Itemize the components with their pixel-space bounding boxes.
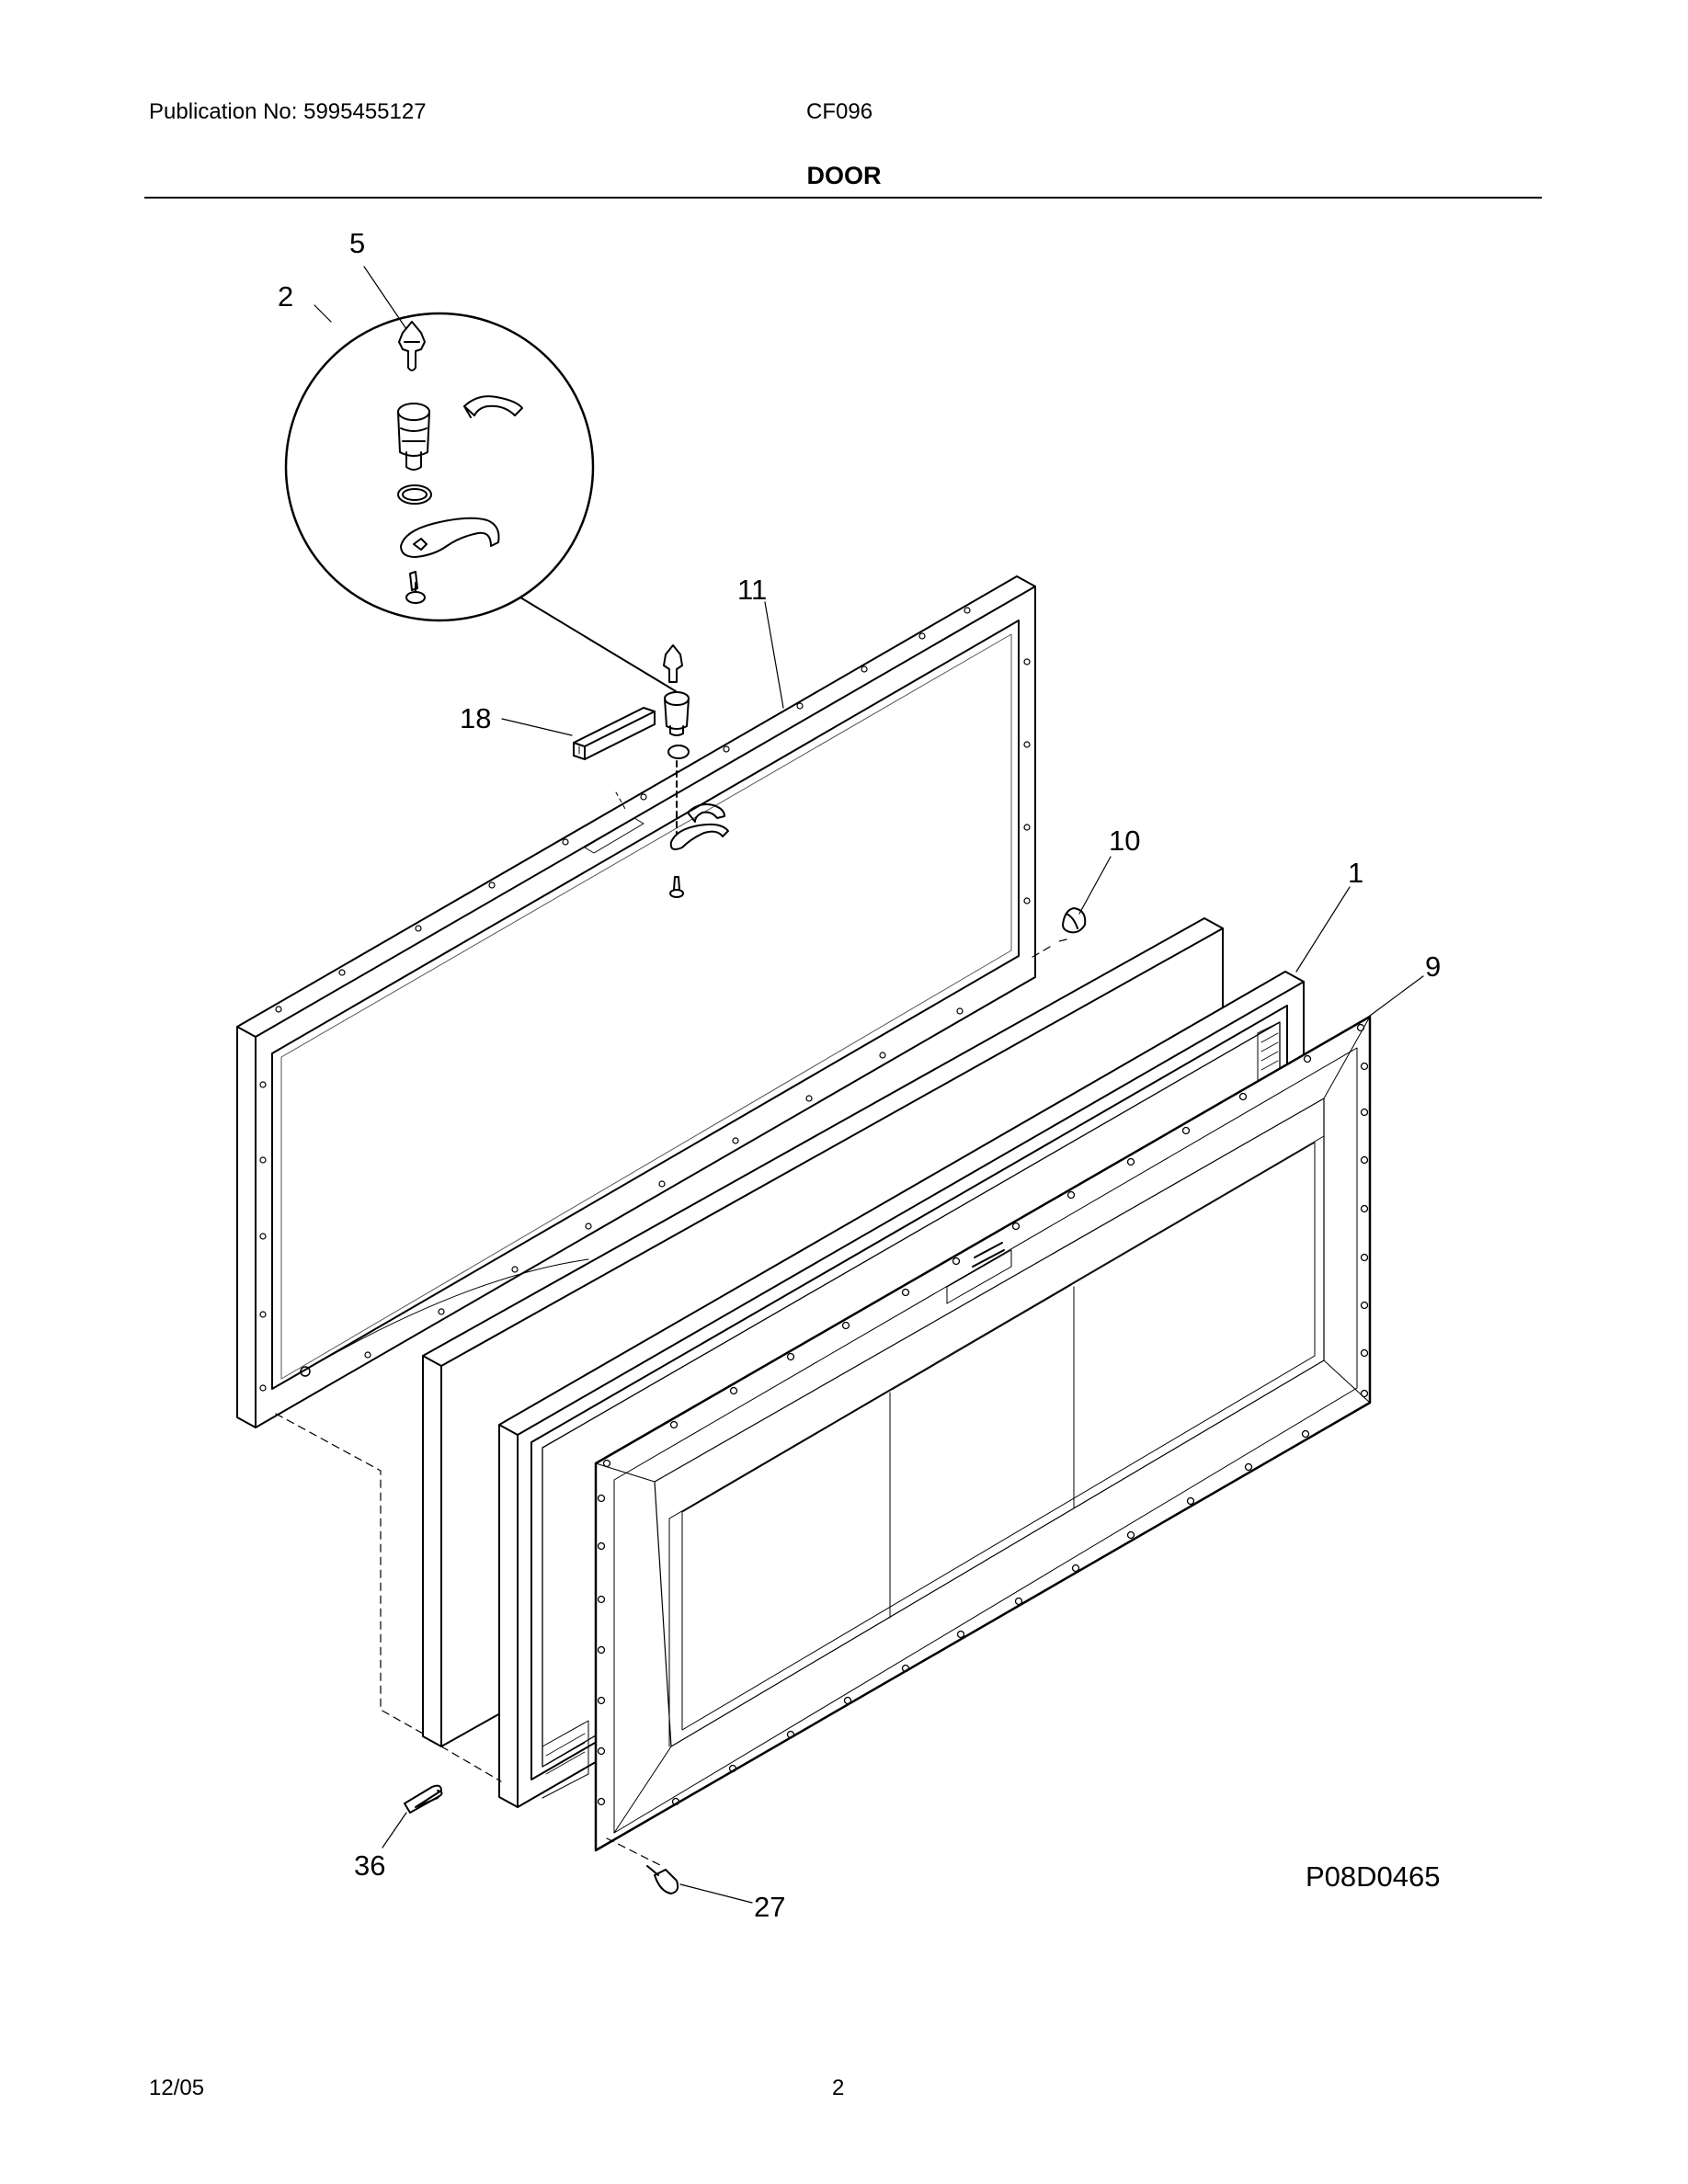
- model-number: CF096: [806, 99, 873, 124]
- assembly-guide-lines: [275, 938, 1067, 1867]
- callout-10: 10: [1109, 825, 1140, 857]
- callout-9: 9: [1425, 950, 1441, 983]
- hinge-cover: [1062, 907, 1087, 934]
- callout-11: 11: [737, 574, 767, 606]
- section-title: DOOR: [806, 162, 882, 189]
- door-clip: [404, 1784, 443, 1814]
- door-lock-parts: [663, 644, 729, 898]
- footer-date: 12/05: [149, 2076, 205, 2100]
- callout-2: 2: [278, 280, 293, 313]
- callout-27: 27: [754, 1891, 785, 1923]
- callout-1: 1: [1348, 857, 1363, 889]
- door-screw: [646, 1865, 679, 1894]
- header-divider: [144, 197, 1542, 199]
- callout-18: 18: [460, 702, 491, 734]
- lock-detail-circle: [284, 312, 595, 622]
- footer-page-number: 2: [832, 2076, 845, 2100]
- door-handle: [573, 707, 656, 760]
- drawing-code: P08D0465: [1306, 1860, 1441, 1893]
- publication-number: Publication No: 5995455127: [149, 99, 427, 124]
- callout-36: 36: [354, 1849, 385, 1882]
- callout-leaders: [314, 266, 1424, 1904]
- door-inner-liner: [594, 1015, 1372, 1852]
- callout-5: 5: [349, 227, 365, 259]
- detail-connector-line: [519, 597, 677, 692]
- door-outer-panel: [236, 575, 1036, 1428]
